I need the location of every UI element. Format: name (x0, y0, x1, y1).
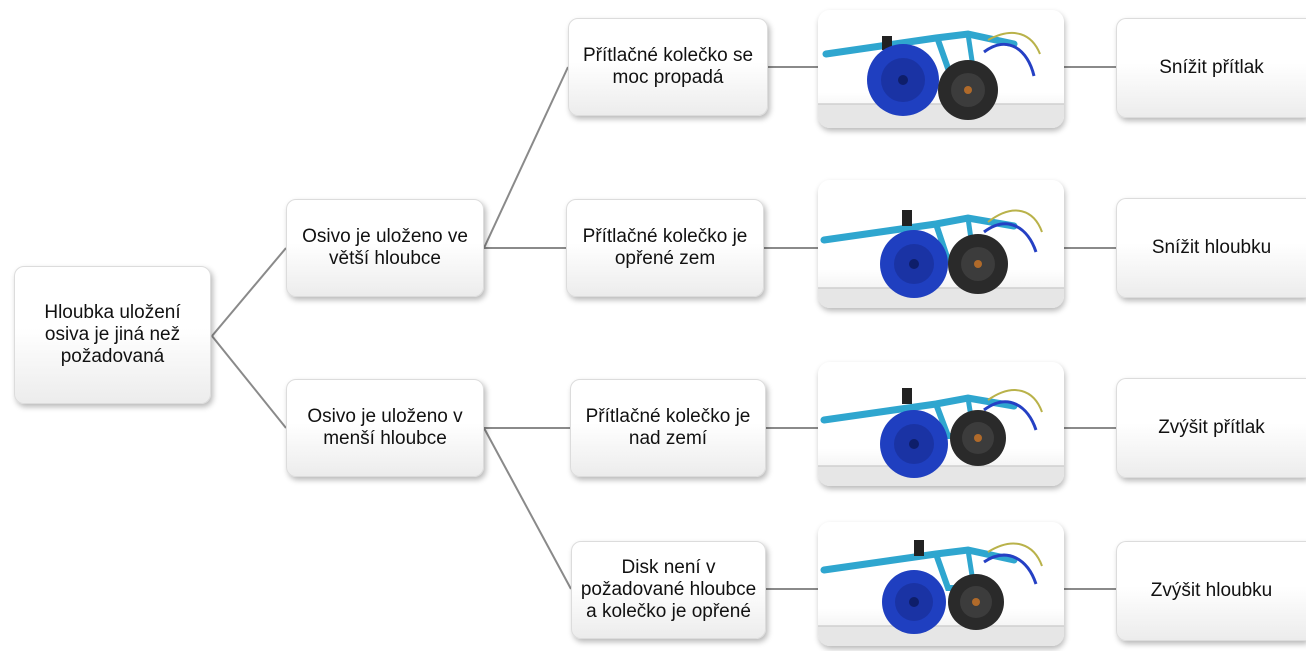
action-label: Zvýšit přítlak (1158, 417, 1265, 438)
cause-node-4: Disk není v požadované hloubce a kolečko… (571, 541, 766, 639)
branch-label: Osivo je uloženo v menší hloubce (307, 406, 463, 449)
action-label: Snížit přítlak (1159, 57, 1264, 78)
seeding-unit-image-4 (818, 522, 1064, 646)
seeding-unit-illustration (818, 540, 1064, 646)
seeding-unit-illustration (818, 209, 1064, 308)
link-branch1-cause1 (483, 66, 569, 249)
cause-node-2: Přítlačné kolečko je opřené zem (566, 199, 764, 297)
link-root-branch1 (211, 247, 287, 337)
cause-label: Přítlačné kolečko je opřené zem (582, 226, 748, 269)
action-label: Zvýšit hloubku (1150, 580, 1273, 601)
branch-node-shallower: Osivo je uloženo v menší hloubce (286, 379, 484, 477)
root-label: Hloubka uložení osiva je jiná než požado… (44, 302, 181, 367)
link-root-branch2 (211, 335, 287, 429)
cause-label: Disk není v požadované hloubce a kolečko… (580, 557, 757, 622)
action-node-3: Zvýšit přítlak (1116, 378, 1306, 478)
cause-label: Přítlačné kolečko je nad zemí (585, 406, 751, 449)
branch-label: Osivo je uloženo ve větší hloubce (302, 226, 468, 269)
action-node-4: Zvýšit hloubku (1116, 541, 1306, 641)
seeding-unit-image-1 (818, 10, 1064, 128)
action-node-1: Snížit přítlak (1116, 18, 1306, 118)
seeding-unit-image-3 (818, 362, 1064, 486)
seeding-unit-image-2 (818, 180, 1064, 308)
cause-node-3: Přítlačné kolečko je nad zemí (570, 379, 766, 477)
seeding-unit-illustration (818, 30, 1064, 128)
cause-label: Přítlačné kolečko se moc propadá (582, 45, 754, 88)
action-node-2: Snížit hloubku (1116, 198, 1306, 298)
cause-node-1: Přítlačné kolečko se moc propadá (568, 18, 768, 116)
root-node: Hloubka uložení osiva je jiná než požado… (14, 266, 211, 404)
action-label: Snížit hloubku (1151, 237, 1272, 258)
branch-node-deeper: Osivo je uloženo ve větší hloubce (286, 199, 484, 297)
seeding-unit-illustration (818, 388, 1064, 486)
link-branch2-cause4 (483, 427, 572, 590)
